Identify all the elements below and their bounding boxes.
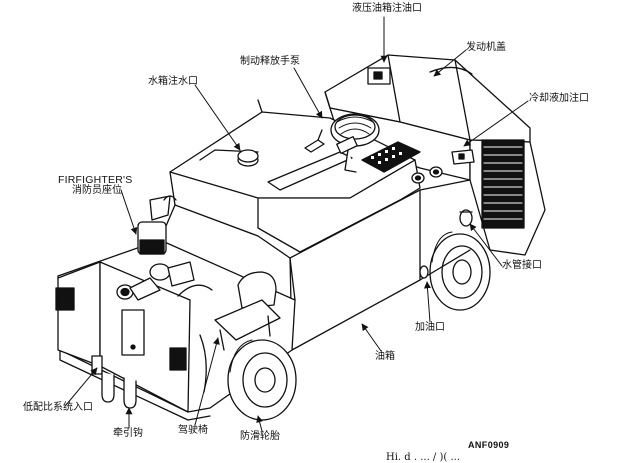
coolant-fill-cap [451,149,475,165]
hose-reel [330,113,380,173]
label-radiator-fill: 水箱注水口 [148,76,198,87]
leader-lines [65,16,529,432]
front-panel [55,261,191,413]
figure-code: ANF0909 [468,440,510,450]
rear-wheel [429,231,491,311]
label-fuel-fill: 加油口 [415,322,445,333]
label-fuel-tank: 油箱 [375,351,395,362]
turret-nozzle [116,261,195,301]
label-tow-hook: 牵引钩 [113,428,143,439]
label-driver-seat: 驾驶椅 [178,425,208,436]
water-connector [459,209,473,227]
brake-pump-handle [304,129,325,153]
engine-grille [481,139,525,229]
label-water-connector: 水管接口 [502,260,542,271]
driver-seat [177,271,281,393]
front-wheel [227,339,297,421]
label-low-ratio-inlet: 低配比系统入口 [23,402,93,413]
label-firefighter-seat: 消防员座位 [72,185,122,196]
low-ratio-inlet [91,355,103,375]
label-tires: 防滑轮胎 [240,431,280,442]
cut-off-caption: Hi. d . ... / )( ... [386,452,460,463]
label-coolant-fill: 冷却液加注口 [529,93,589,104]
control-panel [361,141,443,184]
label-hydraulic-fill: 液压油箱注油口 [352,3,422,14]
label-engine-cover: 发动机盖 [466,42,506,53]
label-brake-pump: 制动释放手泵 [240,56,300,67]
radiator-fill-cap [237,149,259,167]
top-step-plate [267,151,353,191]
hydraulic-fill-cap [367,67,391,85]
label-firefighter-en: FIRFIGHTER'S [58,174,133,186]
firefighter-seat [137,195,177,255]
